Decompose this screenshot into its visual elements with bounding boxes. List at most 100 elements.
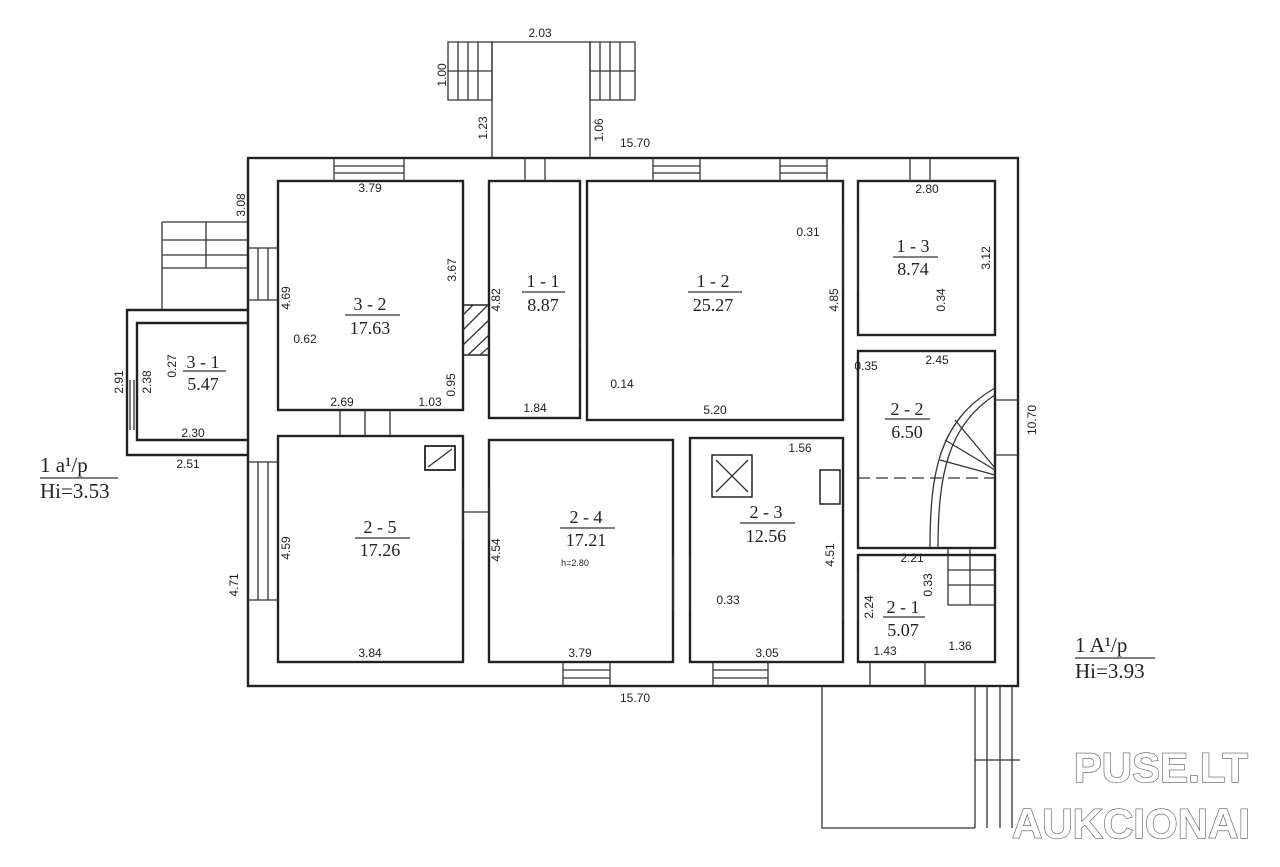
svg-text:6.50: 6.50 — [891, 422, 923, 442]
room-labels: 3 - 2 17.63 1 - 1 8.87 1 - 2 25.27 1 - 3 8.7… — [183, 236, 938, 640]
svg-text:8.74: 8.74 — [897, 259, 929, 279]
svg-text:3.79: 3.79 — [568, 646, 592, 660]
watermark-logo: PUSE.LT AUKCIONAI — [1011, 743, 1250, 847]
svg-text:2 - 5: 2 - 5 — [364, 517, 397, 537]
svg-text:3.67: 3.67 — [445, 258, 459, 282]
svg-text:4.59: 4.59 — [279, 536, 293, 560]
svg-text:15.70: 15.70 — [620, 136, 650, 150]
svg-text:1 a¹/p: 1 a¹/p — [40, 453, 88, 477]
room-1-1-outline — [487, 179, 582, 420]
stairs — [161, 41, 1020, 829]
svg-text:4.82: 4.82 — [489, 288, 503, 312]
svg-text:3 - 1: 3 - 1 — [187, 352, 220, 372]
svg-text:3 - 2: 3 - 2 — [354, 294, 387, 314]
room-3-2: 3 - 2 17.63 — [345, 294, 400, 338]
svg-text:1.06: 1.06 — [592, 118, 606, 142]
svg-text:2 - 2: 2 - 2 — [891, 399, 924, 419]
svg-text:5.07: 5.07 — [887, 620, 919, 640]
room-1-3: 1 - 3 8.74 — [893, 236, 938, 279]
svg-text:5.47: 5.47 — [187, 374, 219, 394]
room-1-3-outline — [856, 179, 997, 337]
dimension-labels: 2.03 1.00 1.23 1.06 15.70 15.70 10.70 3.… — [112, 26, 1039, 705]
svg-text:2 - 1: 2 - 1 — [887, 597, 920, 617]
room-2-5-outline — [276, 434, 465, 664]
svg-text:Hi=3.93: Hi=3.93 — [1075, 659, 1145, 683]
room-2-3-outline — [688, 436, 845, 664]
svg-text:1.84: 1.84 — [523, 401, 547, 415]
svg-text:1.03: 1.03 — [418, 395, 442, 409]
svg-text:2.30: 2.30 — [181, 426, 205, 440]
windows — [129, 158, 1018, 686]
svg-text:17.21: 17.21 — [566, 530, 607, 550]
svg-text:0.33: 0.33 — [716, 593, 740, 607]
svg-text:25.27: 25.27 — [693, 295, 734, 315]
svg-text:4.71: 4.71 — [227, 573, 241, 597]
svg-text:3.84: 3.84 — [358, 646, 382, 660]
svg-text:PUSE.LT: PUSE.LT — [1074, 744, 1249, 791]
room-1-2: 1 - 2 25.27 — [688, 271, 742, 315]
room-2-2: 2 - 2 6.50 — [885, 399, 930, 442]
svg-text:h=2.80: h=2.80 — [561, 558, 589, 568]
outer-wall — [246, 156, 1020, 688]
svg-text:Hi=3.53: Hi=3.53 — [40, 479, 110, 503]
svg-text:10.70: 10.70 — [1025, 405, 1039, 435]
svg-text:5.20: 5.20 — [703, 403, 727, 417]
svg-text:1.43: 1.43 — [873, 644, 897, 658]
svg-text:1 A¹/p: 1 A¹/p — [1075, 633, 1127, 657]
svg-text:0.27: 0.27 — [165, 354, 179, 378]
svg-text:1 - 3: 1 - 3 — [897, 236, 930, 256]
svg-text:2.21: 2.21 — [900, 551, 924, 565]
svg-text:3.12: 3.12 — [979, 246, 993, 270]
room-outlines — [125, 179, 997, 664]
svg-text:1.36: 1.36 — [948, 639, 972, 653]
svg-text:0.14: 0.14 — [610, 377, 634, 391]
room-2-4-outline — [487, 438, 675, 664]
svg-text:0.62: 0.62 — [293, 332, 317, 346]
stove — [424, 304, 841, 505]
svg-text:8.87: 8.87 — [527, 295, 559, 315]
svg-text:1.23: 1.23 — [476, 116, 490, 140]
svg-text:2.91: 2.91 — [112, 370, 126, 394]
svg-text:1 - 1: 1 - 1 — [527, 271, 560, 291]
svg-text:0.31: 0.31 — [796, 225, 820, 239]
svg-text:2.45: 2.45 — [925, 353, 949, 367]
room-3-2-outline — [276, 179, 465, 412]
room-2-1: 2 - 1 5.07 — [883, 597, 925, 640]
room-3-1: 3 - 15.47 — [183, 352, 226, 394]
svg-text:2 - 3: 2 - 3 — [750, 502, 783, 522]
level-label-right: 1 A¹/p Hi=3.93 — [1075, 633, 1155, 683]
svg-text:2.69: 2.69 — [330, 395, 354, 409]
svg-text:0.34: 0.34 — [934, 288, 948, 312]
room-2-3: 2 - 3 12.56 — [740, 502, 795, 546]
svg-text:2.24: 2.24 — [862, 595, 876, 619]
svg-text:1.56: 1.56 — [788, 441, 812, 455]
svg-text:1 - 2: 1 - 2 — [697, 271, 730, 291]
svg-text:17.26: 17.26 — [360, 540, 401, 560]
svg-text:4.54: 4.54 — [489, 538, 503, 562]
svg-text:12.56: 12.56 — [746, 526, 787, 546]
svg-text:0.95: 0.95 — [444, 373, 458, 397]
svg-text:0.33: 0.33 — [921, 573, 935, 597]
svg-text:2 - 4: 2 - 4 — [570, 507, 603, 527]
svg-text:17.63: 17.63 — [350, 318, 391, 338]
svg-text:3.05: 3.05 — [755, 646, 779, 660]
room-3-1-outline — [125, 308, 248, 457]
svg-text:4.69: 4.69 — [279, 286, 293, 310]
svg-text:0.35: 0.35 — [854, 359, 878, 373]
svg-text:2.80: 2.80 — [915, 182, 939, 196]
svg-text:AUKCIONAI: AUKCIONAI — [1012, 800, 1250, 847]
svg-text:2.38: 2.38 — [140, 370, 154, 394]
svg-text:3.79: 3.79 — [358, 181, 382, 195]
svg-text:4.51: 4.51 — [823, 543, 837, 567]
svg-text:4.85: 4.85 — [827, 288, 841, 312]
room-2-4: 2 - 4 17.21 h=2.80 — [560, 507, 615, 568]
level-label-left: 1 a¹/p Hi=3.53 — [40, 453, 118, 503]
svg-text:15.70: 15.70 — [620, 691, 650, 705]
svg-text:2.03: 2.03 — [528, 26, 552, 40]
room-2-5: 2 - 5 17.26 — [355, 517, 410, 560]
room-1-2-outline — [585, 179, 845, 422]
room-1-1: 1 - 1 8.87 — [522, 271, 565, 315]
svg-text:3.08: 3.08 — [234, 193, 248, 217]
svg-text:2.51: 2.51 — [176, 457, 200, 471]
